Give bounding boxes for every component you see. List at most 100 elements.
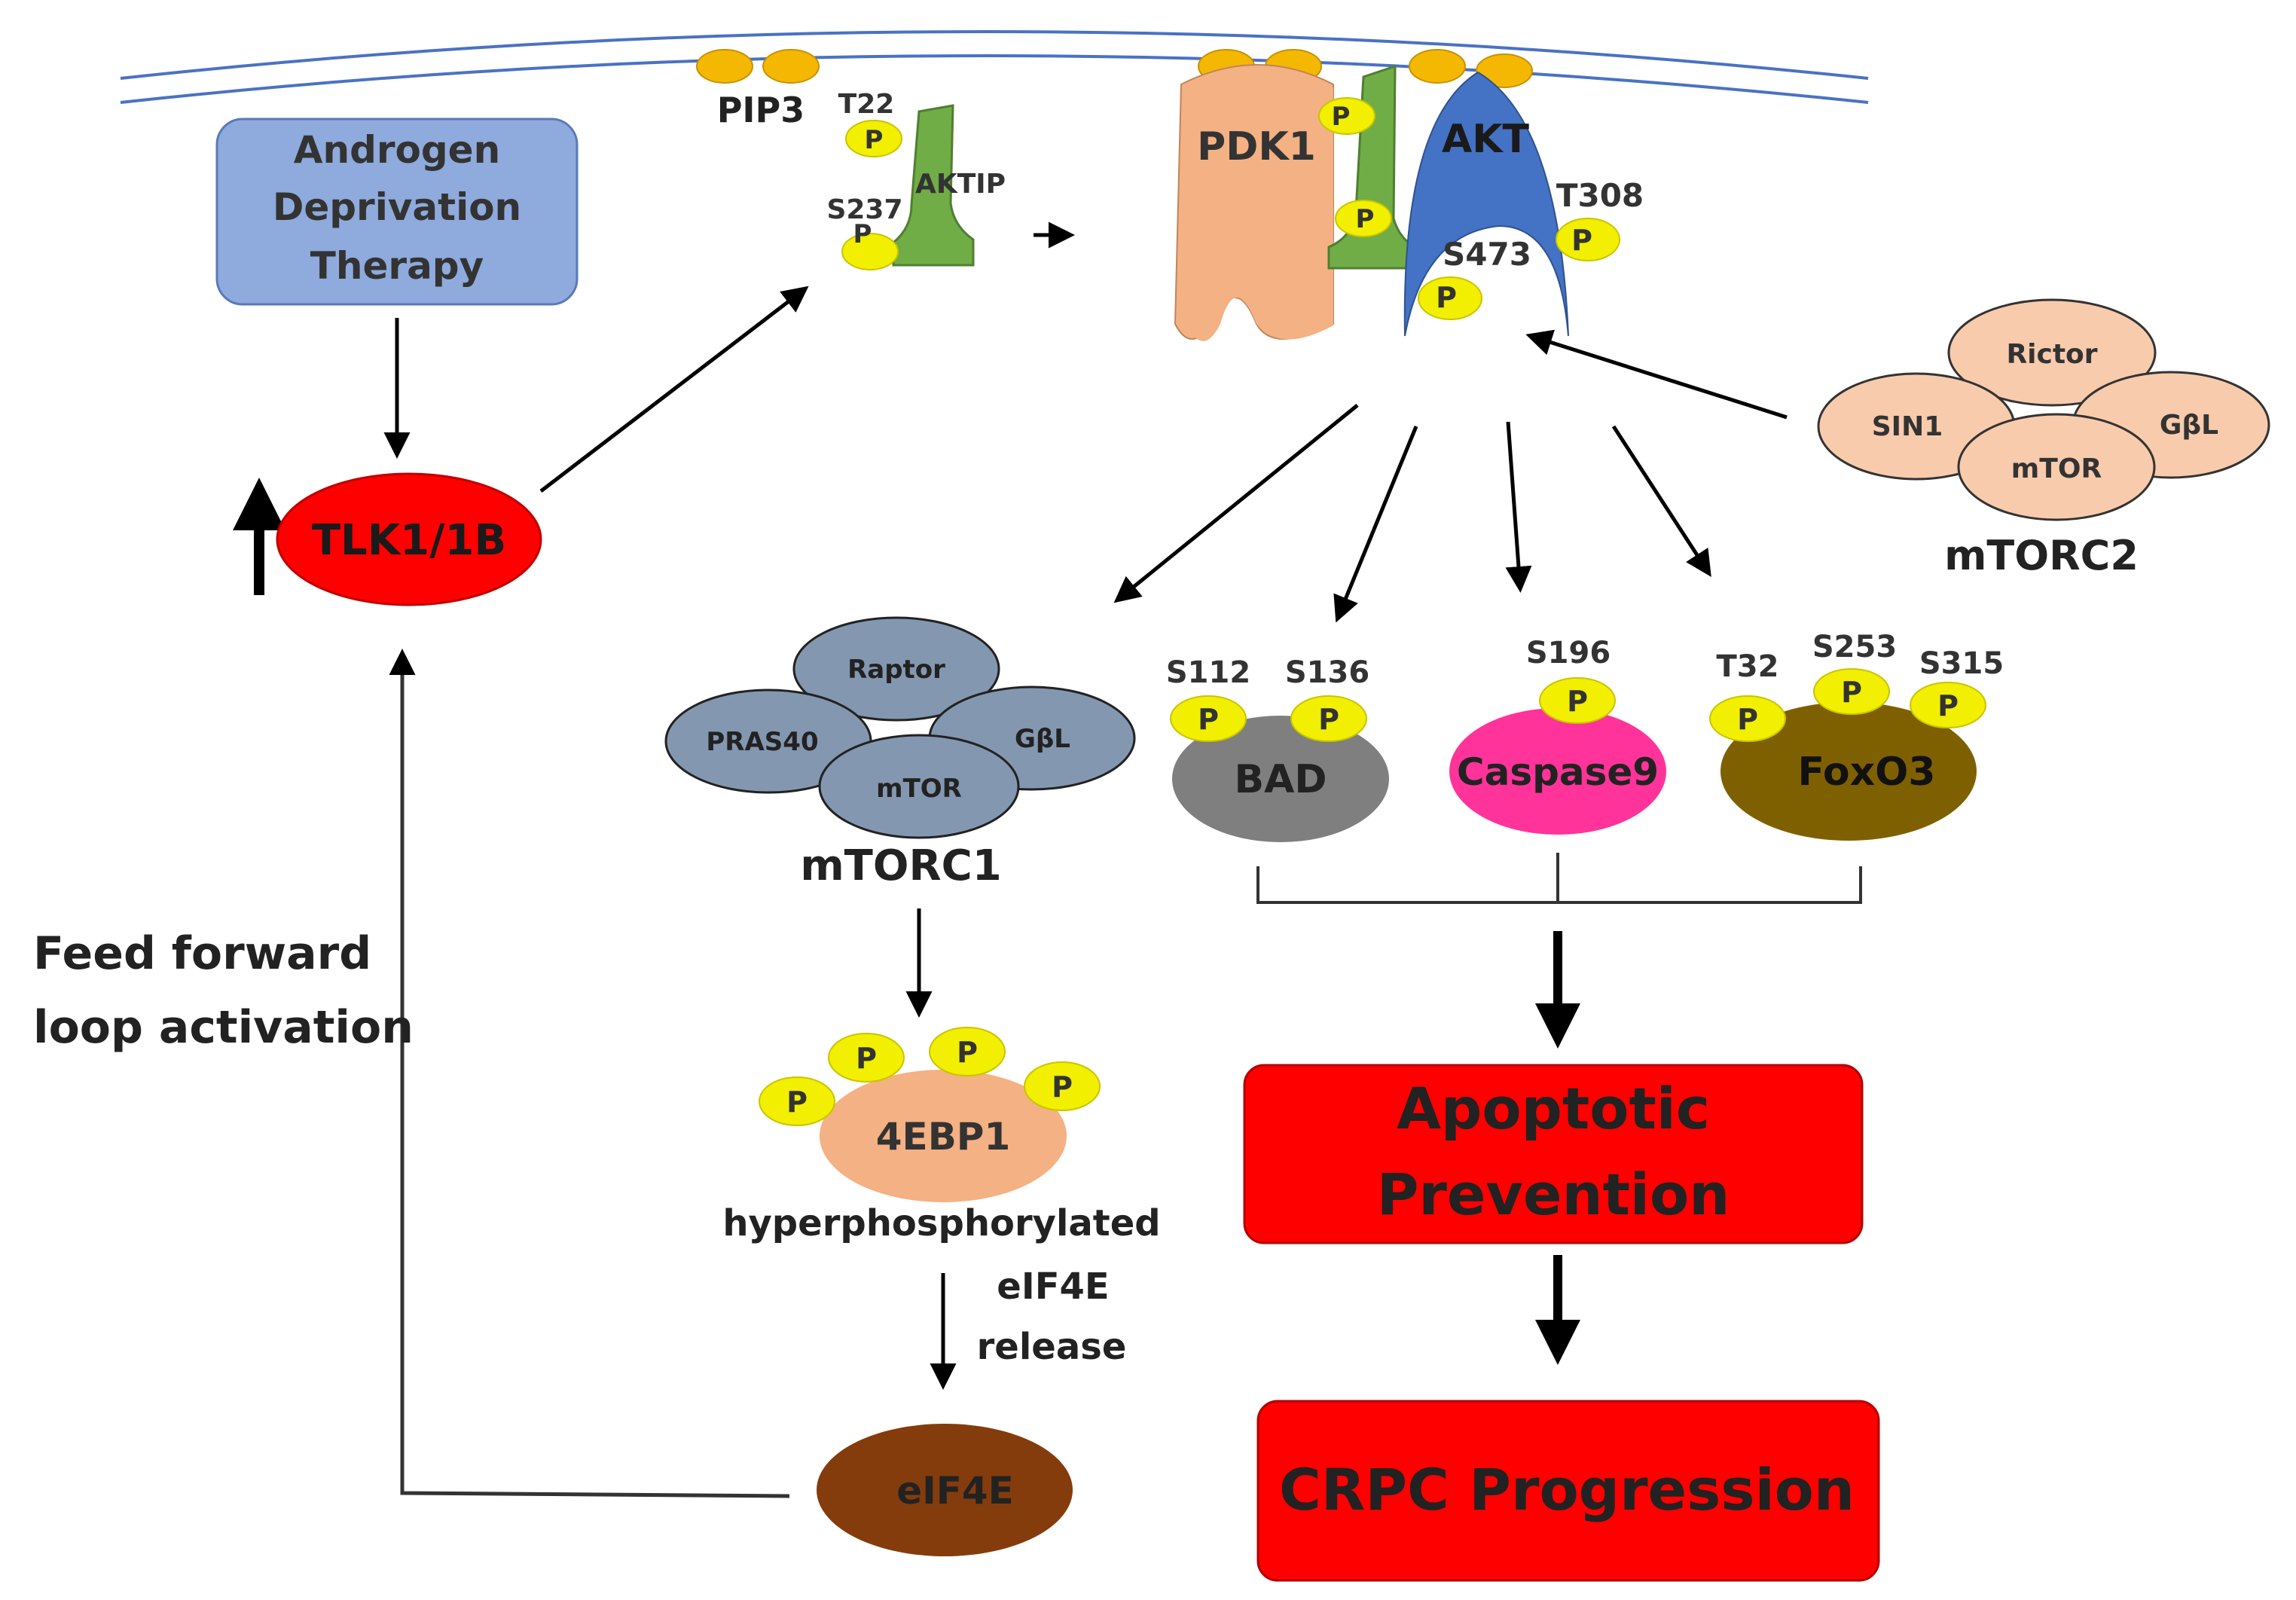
phospho-marker: P xyxy=(1170,695,1247,742)
phospho-marker: P xyxy=(1539,677,1616,724)
convergence-bracket xyxy=(1256,853,1862,904)
pip3-label: PIP3 xyxy=(717,90,805,130)
foxo3-node xyxy=(1720,702,1977,841)
phospho-marker: P xyxy=(1709,695,1786,742)
akt-site-s473: S473 xyxy=(1443,236,1531,273)
svg-text:P: P xyxy=(786,1085,808,1119)
tlk-node xyxy=(276,472,542,606)
svg-text:P: P xyxy=(1841,676,1862,709)
mtorc2-rictor-label: Rictor xyxy=(2006,339,2097,370)
phospho-marker: P xyxy=(759,1076,835,1126)
svg-text:P: P xyxy=(1332,102,1351,132)
svg-text:P: P xyxy=(1356,204,1375,234)
foxo3-label: FoxO3 xyxy=(1797,750,1935,795)
feedback-line1: Feed forward xyxy=(33,927,371,980)
arrow-feed-forward-loop xyxy=(389,649,790,1498)
akt-label: AKT xyxy=(1442,117,1530,162)
crpc-progression-label: CRPC Progression xyxy=(1279,1456,1855,1523)
adt-box xyxy=(215,118,579,306)
mtorc1-mtor-label: mTOR xyxy=(876,774,962,804)
release-line2: release xyxy=(977,1326,1127,1368)
arrow-tlk-to-aktip xyxy=(539,285,809,493)
arrow-mtorc2-to-akt xyxy=(1525,329,1788,420)
arrow-akt-to-foxo3 xyxy=(1611,425,1711,577)
phospho-marker: P xyxy=(1813,668,1890,715)
crpc-progression-box xyxy=(1256,1400,1880,1582)
caspase9-site-s196: S196 xyxy=(1526,636,1611,670)
phospho-marker: P xyxy=(1335,200,1392,237)
release-line1: eIF4E xyxy=(997,1266,1109,1308)
svg-text:P: P xyxy=(1571,224,1592,257)
aktip-site-s237: S237 xyxy=(826,194,902,225)
akt-protein xyxy=(1403,71,1569,337)
adt-line3: Therapy xyxy=(310,244,484,288)
mtorc1-raptor-label: Raptor xyxy=(847,655,945,685)
cell-membrane xyxy=(120,30,1869,104)
apoptotic-prevention-box xyxy=(1243,1064,1864,1244)
phospho-marker: P xyxy=(841,219,899,270)
phospho-marker: P xyxy=(1024,1061,1101,1111)
svg-text:P: P xyxy=(1937,689,1959,722)
apoptotic-prevention-line1: Apoptotic xyxy=(1397,1075,1710,1142)
aktip-protein xyxy=(1327,64,1418,270)
arrow-akt-to-bad xyxy=(1333,426,1418,623)
mtorc2-gbl-label: GβL xyxy=(2160,410,2218,441)
mtorc2-complex xyxy=(1817,298,2270,521)
phospho-marker: P xyxy=(1556,218,1620,261)
mtorc1-pras40-label: PRAS40 xyxy=(706,727,818,757)
bad-site-s136: S136 xyxy=(1285,655,1369,690)
svg-text:P: P xyxy=(1436,281,1457,314)
mtorc2-mtor-label: mTOR xyxy=(2011,453,2102,484)
phospho-marker: P xyxy=(1910,682,1986,728)
4ebp1-caption: hyperphosphorylated xyxy=(722,1202,1160,1244)
foxo3-site-s315: S315 xyxy=(1919,646,2004,681)
bad-label: BAD xyxy=(1234,757,1327,802)
foxo3-site-t32: T32 xyxy=(1717,649,1779,684)
phospho-marker: P xyxy=(828,1033,905,1082)
aktip-label: AKTIP xyxy=(915,169,1006,200)
apoptotic-prevention-line2: Prevention xyxy=(1377,1161,1730,1228)
mtorc2-mtor xyxy=(1957,413,2156,521)
bad-node xyxy=(1172,716,1389,842)
phospho-marker: P xyxy=(929,1027,1006,1076)
phospho-marker: P xyxy=(1418,276,1482,320)
svg-text:P: P xyxy=(1198,703,1219,736)
svg-text:P: P xyxy=(1318,703,1339,736)
akt-site-t308: T308 xyxy=(1556,177,1644,214)
svg-text:P: P xyxy=(1567,685,1588,718)
tlk-label: TLK1/1B xyxy=(312,516,506,565)
foxo3-site-s253: S253 xyxy=(1812,630,1897,664)
caspase9-node xyxy=(1449,708,1666,835)
mtorc2-rictor xyxy=(1947,298,2157,407)
mtorc1-gbl-label: GβL xyxy=(1015,724,1070,754)
4ebp1-node xyxy=(820,1070,1067,1202)
adt-line1: Androgen xyxy=(294,128,500,172)
svg-text:P: P xyxy=(1737,703,1758,736)
aktip-site-t22: T22 xyxy=(838,89,895,120)
svg-text:P: P xyxy=(853,219,872,249)
svg-text:P: P xyxy=(865,125,884,155)
phospho-marker: P xyxy=(1318,97,1375,135)
svg-text:P: P xyxy=(856,1042,877,1075)
mtorc2-title: mTORC2 xyxy=(1944,532,2139,579)
arrow-akt-to-caspase9 xyxy=(1505,421,1532,593)
eif4e-label: eIF4E xyxy=(896,1469,1014,1513)
svg-text:P: P xyxy=(1052,1070,1073,1104)
mtorc1-title: mTORC1 xyxy=(800,841,1001,890)
4ebp1-label: 4EBP1 xyxy=(876,1115,1011,1159)
feedback-line2: loop activation xyxy=(33,1001,414,1054)
caspase9-label: Caspase9 xyxy=(1457,750,1659,794)
phospho-marker: P xyxy=(1290,695,1367,742)
mtorc1-complex xyxy=(664,616,1136,839)
mtorc2-sin1-label: SIN1 xyxy=(1872,411,1943,442)
svg-text:P: P xyxy=(957,1036,978,1069)
adt-line2: Deprivation xyxy=(273,185,521,229)
mtorc1-raptor xyxy=(792,616,1000,722)
bad-site-s112: S112 xyxy=(1166,655,1250,690)
eif4e-node xyxy=(817,1424,1073,1556)
mtorc1-mtor xyxy=(818,734,1020,839)
phospho-marker: P xyxy=(845,120,902,157)
aktip-protein xyxy=(892,104,975,267)
pdk1-label: PDK1 xyxy=(1197,124,1316,169)
